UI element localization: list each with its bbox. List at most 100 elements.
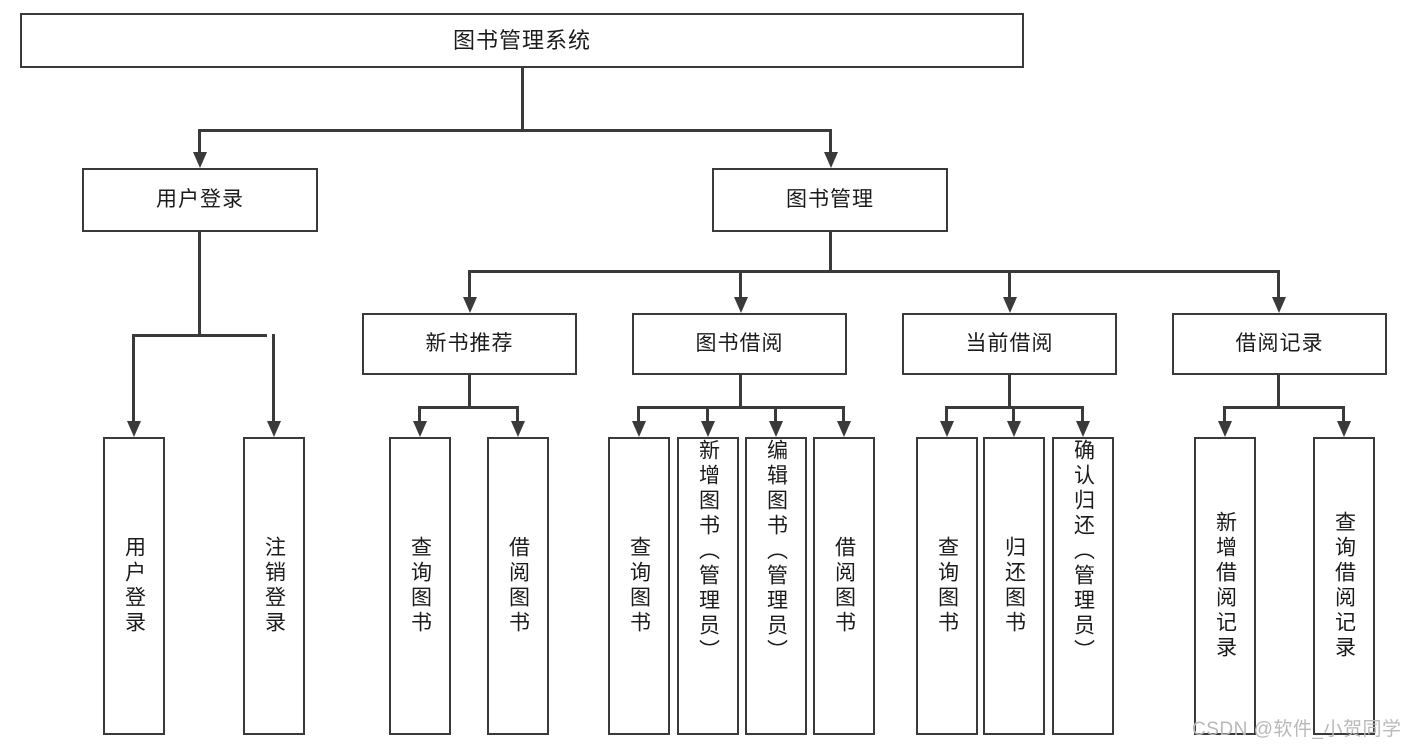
arrowhead-bb-borrow-book <box>837 421 851 437</box>
arrowhead-new-book-recommend <box>463 297 477 313</box>
arrowhead-current-borrow <box>1003 297 1017 313</box>
leaf-bb-add-book[interactable]: 新增图书（管理员） <box>677 437 739 735</box>
leaf-text-wrap: 新增图书（管理员） <box>696 439 720 733</box>
connector-bb-to-leaf-2 <box>706 406 709 421</box>
arrowhead-borrow-record <box>1272 297 1286 313</box>
node-label: 查询图书 <box>627 536 651 636</box>
node-label: 归还图书 <box>1002 536 1026 636</box>
arrowhead-cb-confirm-return <box>1076 421 1090 437</box>
connector-nbr-bar <box>418 406 519 409</box>
leaf-cb-confirm-return[interactable]: 确认归还（管理员） <box>1052 437 1114 735</box>
node-label: 借阅图书 <box>832 536 856 636</box>
connector-user-login-to-leaf-2 <box>272 334 275 421</box>
connector-cb-to-leaf-3 <box>1081 406 1084 421</box>
node-label: 用户登录 <box>156 187 244 211</box>
leaf-text-wrap: 注销登录 <box>262 439 286 733</box>
connector-bm-to-borrow-record <box>1277 270 1280 297</box>
connector-bb-to-leaf-4 <box>842 406 845 421</box>
connector-nbr-to-leaf-2 <box>516 406 519 421</box>
leaf-nbr-borrow-book[interactable]: 借阅图书 <box>487 437 549 735</box>
connector-cb-stem <box>1008 375 1011 406</box>
connector-cb-to-leaf-1 <box>945 406 948 421</box>
arrowhead-user-login <box>193 152 207 168</box>
node-borrow-record[interactable]: 借阅记录 <box>1172 313 1387 375</box>
node-label: 新增借阅记录 <box>1213 511 1237 661</box>
leaf-text-wrap: 查询借阅记录 <box>1332 439 1356 733</box>
node-label: 图书管理系统 <box>452 27 591 53</box>
arrowhead-book-borrow <box>734 297 748 313</box>
arrowhead-nbr-borrow-book <box>511 421 525 437</box>
connector-bm-to-current-borrow <box>1008 270 1011 297</box>
connector-book-management-stem <box>829 232 832 270</box>
arrowhead-leaf-user-login <box>127 421 141 437</box>
leaf-text-wrap: 编辑图书（管理员） <box>764 439 788 733</box>
node-label: 编辑图书（管理员） <box>764 439 788 664</box>
leaf-text-wrap: 归还图书 <box>1002 439 1026 733</box>
node-book-management-system[interactable]: 图书管理系统 <box>20 13 1024 68</box>
node-label: 当前借阅 <box>965 331 1054 355</box>
leaf-br-add-record[interactable]: 新增借阅记录 <box>1194 437 1256 735</box>
connector-br-to-leaf-2 <box>1342 406 1345 421</box>
node-new-book-recommend[interactable]: 新书推荐 <box>362 313 577 375</box>
arrowhead-nbr-query-book <box>413 421 427 437</box>
leaf-br-query-record[interactable]: 查询借阅记录 <box>1313 437 1375 735</box>
connector-bb-to-leaf-1 <box>637 406 640 421</box>
node-label: 借阅图书 <box>506 536 530 636</box>
leaf-text-wrap: 查询图书 <box>408 439 432 733</box>
leaf-text-wrap: 查询图书 <box>935 439 959 733</box>
leaf-text-wrap: 新增借阅记录 <box>1213 439 1237 733</box>
leaf-bb-edit-book[interactable]: 编辑图书（管理员） <box>745 437 807 735</box>
node-book-borrow[interactable]: 图书借阅 <box>632 313 847 375</box>
arrowhead-br-query-record <box>1337 421 1351 437</box>
connector-book-management-bar <box>468 270 1280 273</box>
connector-cb-to-leaf-2 <box>1012 406 1015 421</box>
node-label: 确认归还（管理员） <box>1071 439 1095 664</box>
node-current-borrow[interactable]: 当前借阅 <box>902 313 1117 375</box>
leaf-nbr-query-book[interactable]: 查询图书 <box>389 437 451 735</box>
connector-user-login-to-leaf-1 <box>132 334 135 421</box>
connector-bb-stem <box>739 375 742 406</box>
node-user-login[interactable]: 用户登录 <box>82 168 318 232</box>
connector-br-stem <box>1277 375 1280 406</box>
connector-nbr-stem <box>468 375 471 406</box>
node-label: 注销登录 <box>262 536 286 636</box>
connector-br-to-leaf-1 <box>1223 406 1226 421</box>
leaf-user-login[interactable]: 用户登录 <box>103 437 165 735</box>
leaf-text-wrap: 确认归还（管理员） <box>1071 439 1095 733</box>
leaf-cb-return-book[interactable]: 归还图书 <box>983 437 1045 735</box>
leaf-text-wrap: 借阅图书 <box>832 439 856 733</box>
connector-root-stem <box>521 68 524 129</box>
leaf-bb-borrow-book[interactable]: 借阅图书 <box>813 437 875 735</box>
arrowhead-bb-add-book <box>701 421 715 437</box>
watermark: CSDN @软件_小贺同学 <box>1192 719 1402 740</box>
leaf-text-wrap: 查询图书 <box>627 439 651 733</box>
node-label: 查询图书 <box>408 536 432 636</box>
leaf-logout[interactable]: 注销登录 <box>243 437 305 735</box>
connector-user-login-stem <box>198 232 201 334</box>
node-label: 借阅记录 <box>1235 331 1324 355</box>
node-label: 用户登录 <box>122 536 146 636</box>
node-label: 图书管理 <box>786 187 874 211</box>
node-book-management[interactable]: 图书管理 <box>712 168 948 232</box>
leaf-text-wrap: 借阅图书 <box>506 439 530 733</box>
arrowhead-bb-query-book <box>632 421 646 437</box>
leaf-bb-query-book[interactable]: 查询图书 <box>608 437 670 735</box>
connector-user-login-bar <box>132 334 267 337</box>
leaf-cb-query-book[interactable]: 查询图书 <box>916 437 978 735</box>
arrowhead-leaf-logout <box>267 421 281 437</box>
node-label: 查询图书 <box>935 536 959 636</box>
connector-bb-bar <box>637 406 845 409</box>
node-label: 新书推荐 <box>425 331 514 355</box>
arrowhead-book-management <box>824 152 838 168</box>
connector-bm-to-book-borrow <box>739 270 742 297</box>
connector-bb-to-leaf-3 <box>774 406 777 421</box>
connector-root-to-book-management <box>829 129 832 152</box>
node-label: 查询借阅记录 <box>1332 511 1356 661</box>
connector-root-bar <box>198 129 832 132</box>
node-label: 新增图书（管理员） <box>696 439 720 664</box>
connector-br-bar <box>1223 406 1345 409</box>
connector-root-to-user-login <box>198 129 201 152</box>
leaf-text-wrap: 用户登录 <box>122 439 146 733</box>
connector-bm-to-new-book <box>468 270 471 297</box>
